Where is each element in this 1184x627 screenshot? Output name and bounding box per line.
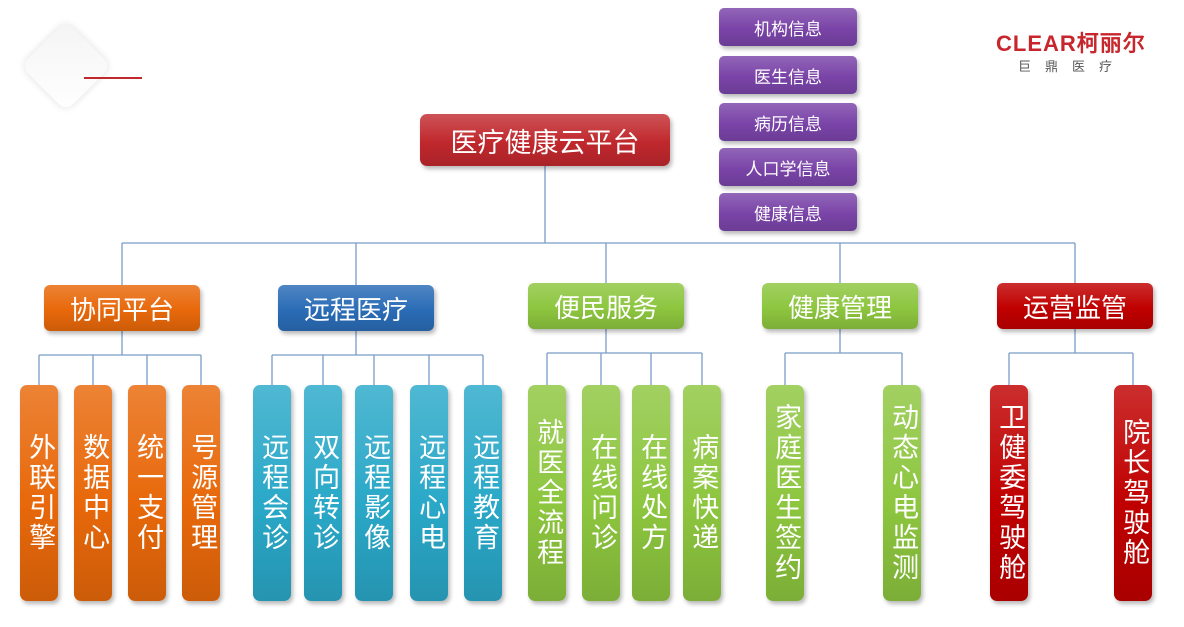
leaf-box: 数据中心 — [74, 385, 112, 601]
logo-brand-text: CLEAR柯丽尔 — [996, 31, 1146, 56]
info-box: 机构信息 — [719, 8, 857, 46]
leaf-box: 就医全流程 — [528, 385, 566, 601]
leaf-box-label: 家庭医生签约 — [770, 403, 802, 583]
leaf-box-label: 动态心电监测 — [887, 403, 919, 583]
info-box-label: 人口学信息 — [745, 159, 831, 180]
leaf-box-label: 数据中心 — [78, 433, 110, 553]
info-box-label: 医生信息 — [754, 67, 822, 88]
leaf-box: 动态心电监测 — [883, 385, 921, 601]
category-box: 协同平台 — [44, 285, 200, 331]
info-box-label: 机构信息 — [754, 19, 822, 40]
logo-subtitle: 巨鼎医疗 — [1018, 60, 1127, 75]
category-box: 健康管理 — [762, 283, 918, 329]
leaf-box: 远程教育 — [464, 385, 502, 601]
leaf-box-label: 院长驾驶舱 — [1118, 418, 1150, 568]
leaf-box: 远程心电 — [410, 385, 448, 601]
root-node: 医疗健康云平台 — [420, 114, 670, 166]
leaf-box-label: 远程教育 — [468, 433, 500, 553]
leaf-box: 外联引擎 — [20, 385, 58, 601]
leaf-box-label: 远程会诊 — [257, 433, 289, 553]
category-box-label: 协同平台 — [69, 295, 174, 326]
category-box: 远程医疗 — [278, 285, 434, 331]
category-box-label: 健康管理 — [787, 293, 892, 324]
leaf-box-label: 号源管理 — [186, 433, 218, 553]
leaf-box-label: 远程影像 — [359, 433, 391, 553]
category-box-label: 运营监管 — [1022, 293, 1127, 324]
leaf-box-label: 卫健委驾驶舱 — [994, 403, 1026, 583]
info-box: 医生信息 — [719, 56, 857, 94]
leaf-box: 远程会诊 — [253, 385, 291, 601]
leaf-box: 双向转诊 — [304, 385, 342, 601]
decorative-red-line — [84, 77, 142, 79]
info-box: 病历信息 — [719, 103, 857, 141]
leaf-box-label: 就医全流程 — [532, 418, 564, 568]
category-box-label: 便民服务 — [553, 293, 658, 324]
category-box: 运营监管 — [997, 283, 1153, 329]
leaf-box-label: 在线问诊 — [586, 433, 618, 553]
leaf-box-label: 远程心电 — [414, 433, 446, 553]
leaf-box: 远程影像 — [355, 385, 393, 601]
leaf-box: 病案快递 — [683, 385, 721, 601]
leaf-box-label: 病案快递 — [687, 433, 719, 553]
root-label: 医疗健康云平台 — [450, 127, 640, 159]
leaf-box: 在线问诊 — [582, 385, 620, 601]
leaf-box-label: 在线处方 — [636, 433, 668, 553]
leaf-box: 家庭医生签约 — [766, 385, 804, 601]
info-box-label: 健康信息 — [754, 204, 822, 225]
leaf-box-label: 统一支付 — [132, 433, 164, 553]
category-box-label: 远程医疗 — [303, 295, 408, 326]
info-box: 健康信息 — [719, 193, 857, 231]
leaf-box: 统一支付 — [128, 385, 166, 601]
leaf-box-label: 外联引擎 — [24, 433, 56, 553]
leaf-box: 卫健委驾驶舱 — [990, 385, 1028, 601]
category-box: 便民服务 — [528, 283, 684, 329]
info-box-label: 病历信息 — [754, 114, 822, 135]
brand-logo: CLEAR柯丽尔 巨鼎医疗 — [996, 22, 1156, 82]
leaf-box-label: 双向转诊 — [308, 433, 340, 553]
leaf-box: 在线处方 — [632, 385, 670, 601]
info-box: 人口学信息 — [719, 148, 857, 186]
leaf-box: 院长驾驶舱 — [1114, 385, 1152, 601]
leaf-box: 号源管理 — [182, 385, 220, 601]
